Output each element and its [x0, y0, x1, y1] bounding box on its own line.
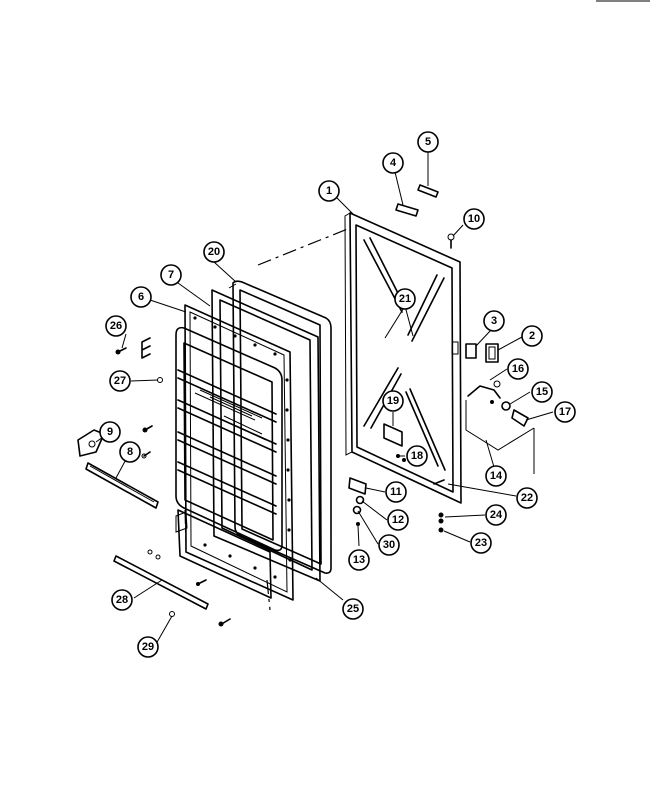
svg-text:28: 28 — [116, 594, 128, 606]
callout-30: 30 — [378, 534, 400, 556]
svg-text:23: 23 — [475, 537, 487, 549]
callout-21: 21 — [394, 288, 416, 310]
door-bottom-section — [175, 509, 272, 599]
svg-text:30: 30 — [383, 539, 395, 551]
part-16-hinge — [467, 380, 501, 399]
callout-10: 10 — [463, 208, 485, 230]
svg-text:19: 19 — [387, 395, 399, 407]
callout-3: 3 — [483, 310, 505, 332]
callout-17: 17 — [554, 401, 576, 423]
callout-16: 16 — [507, 358, 529, 380]
svg-text:9: 9 — [107, 426, 113, 438]
svg-text:12: 12 — [392, 514, 404, 526]
callout-20: 20 — [203, 241, 225, 263]
part-30-spacer — [352, 505, 362, 515]
svg-text:22: 22 — [521, 492, 533, 504]
inner-door-panel — [184, 304, 294, 601]
gasket — [228, 280, 332, 574]
door-strip — [85, 462, 159, 509]
callout-13: 13 — [348, 549, 370, 571]
part-13-pin — [356, 522, 360, 526]
part-2-handle-cap — [485, 343, 499, 363]
callout-9: 9 — [99, 421, 121, 443]
callout-14: 14 — [485, 465, 507, 487]
part-19-plate — [383, 423, 403, 447]
svg-text:1: 1 — [326, 185, 332, 197]
svg-text:25: 25 — [347, 603, 359, 615]
svg-text:14: 14 — [490, 470, 503, 482]
svg-text:8: 8 — [127, 446, 133, 458]
svg-text:3: 3 — [491, 315, 497, 327]
callout-7: 7 — [160, 264, 182, 286]
door-shelf-frame — [175, 326, 283, 552]
callout-5: 5 — [417, 131, 439, 153]
part-5-strip — [417, 184, 439, 198]
part-23-nut — [438, 527, 444, 533]
screw-10 — [447, 233, 455, 249]
screw-27 — [157, 377, 163, 383]
clip-pair — [141, 337, 151, 359]
screw-26 — [115, 347, 127, 355]
screw-mid-left — [141, 425, 153, 459]
svg-text:26: 26 — [110, 320, 122, 332]
callout-8: 8 — [119, 441, 141, 463]
part-4-bracket — [395, 203, 419, 217]
svg-text:11: 11 — [390, 486, 402, 498]
part-24-washer — [438, 512, 444, 524]
svg-text:29: 29 — [142, 641, 154, 653]
svg-text:15: 15 — [536, 386, 548, 398]
mount-bracket — [77, 429, 105, 457]
callout-19: 19 — [382, 390, 404, 412]
svg-text:13: 13 — [353, 554, 365, 566]
svg-text:27: 27 — [114, 375, 126, 387]
svg-text:4: 4 — [390, 157, 397, 169]
screws — [115, 337, 231, 627]
part-3-cover — [465, 343, 477, 359]
part-22-fastener — [433, 479, 445, 485]
callout-29: 29 — [137, 636, 159, 658]
callout-24: 24 — [485, 504, 507, 526]
callout-1: 1 — [318, 180, 340, 202]
callout-6: 6 — [130, 286, 152, 308]
part-11-hinge-bracket — [348, 477, 367, 495]
svg-text:20: 20 — [208, 246, 220, 258]
svg-text:10: 10 — [468, 213, 480, 225]
callout-27: 27 — [109, 370, 131, 392]
screw-bottom — [147, 549, 231, 627]
svg-text:16: 16 — [512, 363, 524, 375]
callout-25: 25 — [342, 598, 364, 620]
svg-text:7: 7 — [168, 269, 174, 281]
callout-15: 15 — [531, 381, 553, 403]
screw-29 — [169, 611, 175, 617]
callout-26: 26 — [105, 315, 127, 337]
part-18-screw — [396, 454, 406, 462]
svg-text:6: 6 — [138, 291, 144, 303]
outer-door-panel — [344, 212, 462, 504]
bottom-strip — [113, 555, 209, 610]
svg-text:21: 21 — [399, 293, 411, 305]
leader-lines — [95, 151, 554, 645]
svg-text:2: 2 — [529, 330, 535, 342]
svg-text:18: 18 — [411, 450, 423, 462]
svg-text:5: 5 — [425, 136, 431, 148]
part-17-pin — [511, 409, 529, 427]
svg-text:17: 17 — [559, 406, 571, 418]
callout-11: 11 — [385, 481, 407, 503]
callout-23: 23 — [470, 532, 492, 554]
part-14-bracket-lines — [465, 400, 535, 474]
callout-12: 12 — [387, 509, 409, 531]
svg-text:24: 24 — [490, 509, 503, 521]
callout-22: 22 — [516, 487, 538, 509]
callout-4: 4 — [382, 152, 404, 174]
callout-28: 28 — [111, 589, 133, 611]
callout-2: 2 — [521, 325, 543, 347]
part-15-washer — [490, 400, 511, 411]
callout-18: 18 — [406, 445, 428, 467]
part-12-washer — [355, 495, 365, 505]
